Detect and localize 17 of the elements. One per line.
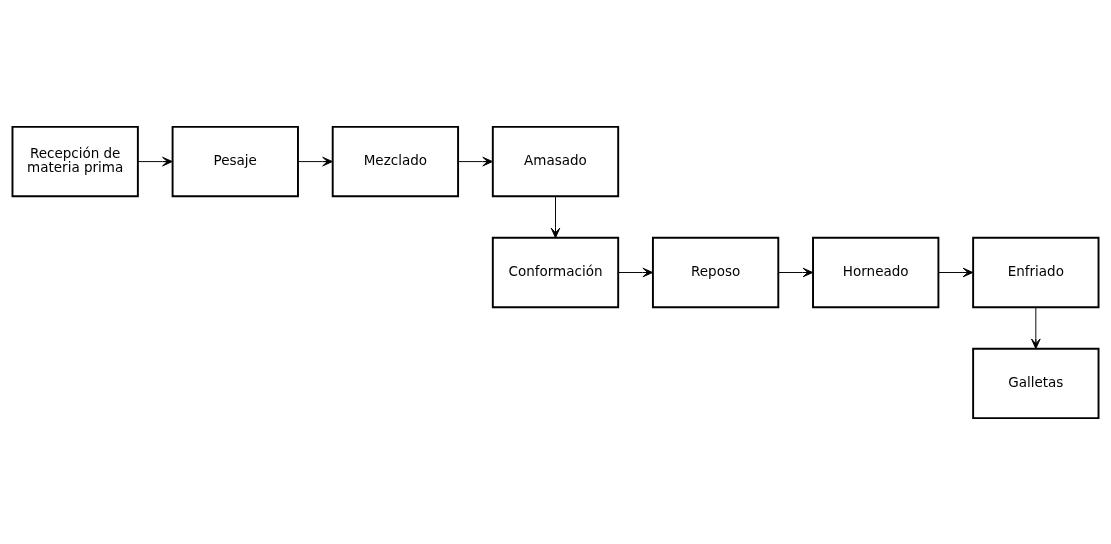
node-box: Reposo: [651, 236, 780, 308]
arrow: [297, 156, 333, 166]
node-box: Horneado: [812, 236, 940, 308]
arrow: [1031, 306, 1041, 349]
node-box: Mezclado: [331, 125, 460, 197]
arrow: [778, 267, 814, 277]
node-box: Galletas: [972, 347, 1100, 419]
node-box: Amasado: [491, 125, 620, 197]
node-box: Enfriado: [972, 236, 1100, 308]
arrow: [550, 195, 561, 238]
node-box: Conformación: [491, 236, 620, 308]
arrow: [137, 156, 173, 166]
node-box: Recepción de materia prima: [11, 125, 139, 197]
node-box: Pesaje: [171, 125, 299, 197]
arrow: [617, 267, 654, 277]
arrow: [457, 156, 493, 166]
arrow: [938, 267, 974, 277]
